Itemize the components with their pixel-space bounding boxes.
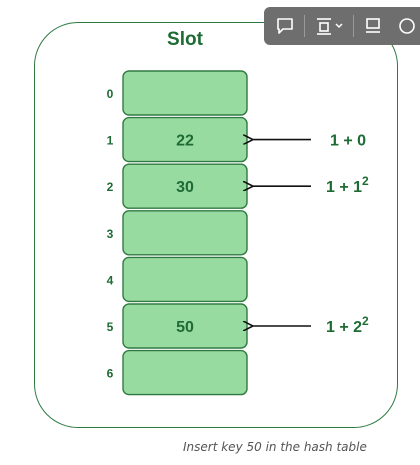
- slot-index-label: 5: [107, 320, 114, 334]
- slot-index-label: 1: [107, 134, 114, 148]
- slot-cell: [122, 210, 248, 256]
- probe-1: 1 + 0: [252, 133, 366, 150]
- slot-4: 4: [107, 256, 248, 303]
- align-icon[interactable]: [307, 11, 351, 41]
- slot-index-label: 4: [107, 273, 114, 287]
- slot-value: 30: [176, 179, 194, 196]
- comment-icon[interactable]: [268, 11, 302, 41]
- slot-5: 5 50: [107, 303, 248, 349]
- slot-cell: [122, 70, 248, 116]
- slot-index-label: 0: [107, 87, 114, 101]
- probe-2: 1 + 12: [252, 174, 369, 196]
- slot-value: 22: [176, 133, 194, 150]
- probe-label: 1 + 12: [326, 174, 369, 196]
- more-icon[interactable]: [390, 11, 420, 41]
- slot-index-label: 3: [107, 227, 114, 241]
- layout-icon[interactable]: [356, 11, 390, 41]
- slot-cell: [122, 256, 248, 303]
- slot-title: Slot: [167, 29, 203, 50]
- slot-index-label: 6: [107, 367, 114, 381]
- hash-table-frame: [34, 22, 398, 428]
- diagram-caption: Insert key 50 in the hash table: [183, 440, 367, 454]
- slot-2: 2 30: [107, 163, 248, 209]
- slot-6: 6: [107, 349, 248, 396]
- probe-label: 1 + 22: [326, 314, 369, 336]
- floating-toolbar: [264, 7, 420, 45]
- slot-index-label: 2: [107, 180, 114, 194]
- toolbar-divider: [304, 15, 305, 37]
- slot-1: 1 22: [107, 116, 248, 163]
- slot-value: 50: [176, 319, 194, 336]
- chevron-down-icon[interactable]: [334, 21, 344, 31]
- toolbar-divider: [353, 15, 354, 37]
- probe-5: 1 + 22: [252, 314, 369, 336]
- probe-label: 1 + 0: [330, 133, 366, 150]
- slot-cell: [122, 349, 248, 396]
- slot-3: 3: [107, 210, 248, 256]
- slot-0: 0: [107, 70, 248, 116]
